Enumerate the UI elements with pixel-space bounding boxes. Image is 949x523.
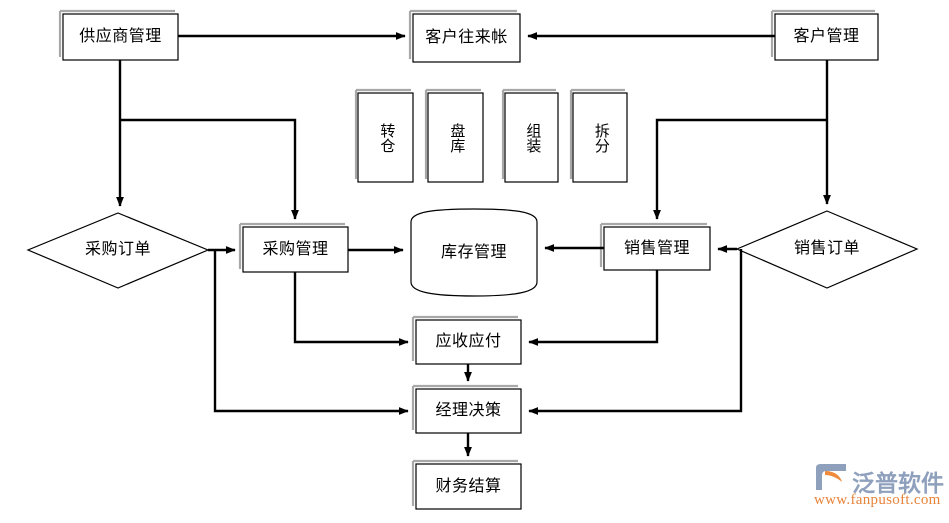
node-customer xyxy=(774,13,879,61)
edge-po-to-decision xyxy=(213,250,409,415)
node-assemble xyxy=(504,92,559,183)
edge-so-to-decision xyxy=(528,249,743,415)
node-transfer xyxy=(357,92,414,183)
node-purchase xyxy=(242,226,349,273)
edge-customer-to-sales xyxy=(653,118,827,220)
node-ar-ap xyxy=(415,319,522,365)
node-decision xyxy=(415,388,522,434)
edge-supplier-to-purchase xyxy=(120,118,299,220)
node-outlines xyxy=(26,13,919,510)
node-inventory xyxy=(410,208,538,297)
node-purchase-order xyxy=(26,212,210,289)
node-sales-order xyxy=(735,210,919,289)
node-supplier xyxy=(62,13,179,61)
node-stocktake xyxy=(427,92,484,183)
node-disassemble xyxy=(572,92,628,183)
watermark-url: www.fanpusoft.com xyxy=(814,492,941,508)
watermark-brand: 泛普软件 xyxy=(852,470,944,496)
node-settlement xyxy=(415,463,522,510)
node-sales xyxy=(603,226,711,271)
watermark: 泛普软件 www.fanpusoft.com xyxy=(812,462,944,518)
edge-sales-to-arap xyxy=(528,270,659,346)
fanpusoft-logo-icon xyxy=(816,464,846,490)
edge-purchase-to-arap xyxy=(293,272,409,346)
connectors xyxy=(116,32,831,457)
node-customer-ac xyxy=(412,13,521,63)
node-shadows xyxy=(58,9,875,506)
